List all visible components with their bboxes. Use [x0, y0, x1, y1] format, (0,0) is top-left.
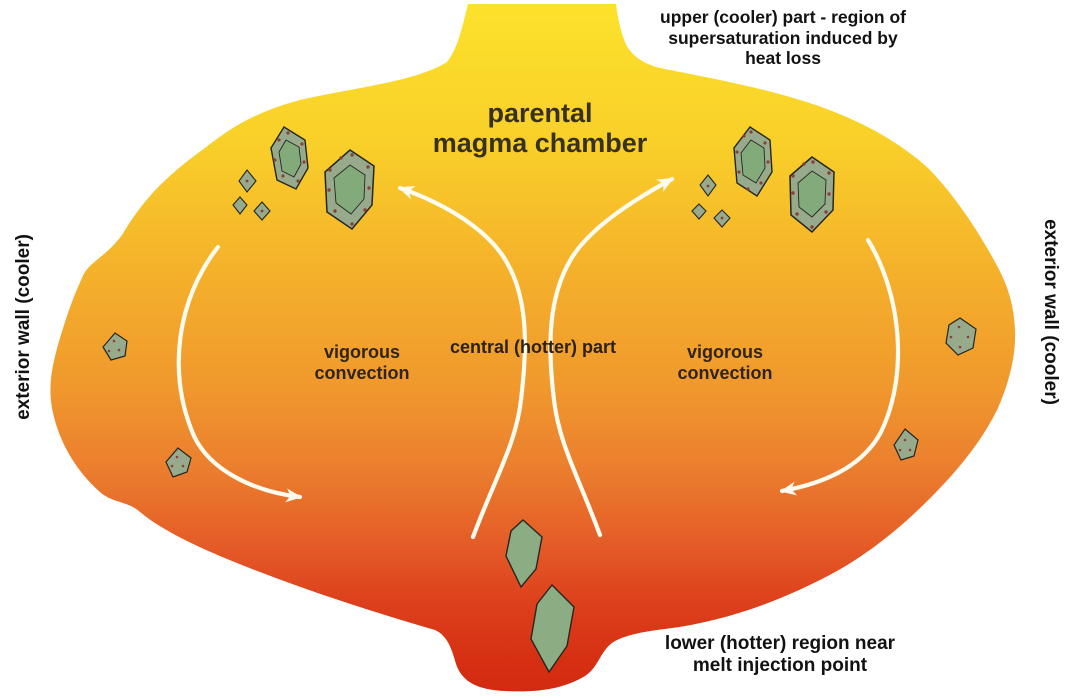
lower-region-line2: melt injection point — [692, 655, 868, 677]
zoned-crystal-icon — [733, 126, 773, 197]
upper-region-line3: heat loss — [745, 48, 821, 69]
title-line1: parental — [487, 98, 593, 128]
title-line2: magma chamber — [432, 127, 648, 158]
left-downwelling-arrow — [176, 244, 303, 503]
diagram-title: parental magma chamber — [400, 98, 680, 158]
exterior-wall-left-label: exterior wall (cooler) — [13, 234, 34, 420]
bottom-crystals — [505, 519, 575, 674]
vigorous-convection-left-label: vigorous convection — [314, 342, 410, 384]
plain-crystal-icon — [505, 519, 543, 589]
lower-region-line1: lower (hotter) region near — [664, 633, 896, 654]
convection-arrows — [176, 176, 901, 540]
small-crystal-icon — [691, 203, 707, 220]
upper-region-line1: upper (cooler) part - region of — [660, 7, 906, 27]
right-downwelling-arrow — [779, 237, 901, 496]
wall-crystals — [102, 317, 977, 478]
central-part-label: central (hotter) part — [449, 337, 617, 357]
lower-region-label: lower (hotter) region near melt injectio… — [630, 633, 930, 678]
upper-region-line2: supersaturation induced by — [668, 27, 898, 48]
small-crystal-icon — [102, 332, 128, 361]
small-crystal-icon — [165, 447, 192, 478]
zoned-crystal-icon — [324, 149, 375, 231]
small-crystal-icon — [232, 196, 248, 215]
zoned-crystal-icon — [270, 126, 309, 190]
central-upwelling-arrow-left — [397, 185, 528, 540]
central-upwelling-arrow-right — [548, 176, 675, 538]
small-crystal-icon — [893, 428, 919, 461]
upper-region-label: upper (cooler) part - region of supersat… — [623, 7, 943, 69]
small-crystal-icon — [945, 317, 977, 356]
crystal-cluster-left — [232, 126, 375, 231]
plain-crystal-icon — [530, 583, 575, 674]
vigorous-convection-right-label: vigorous convection — [677, 342, 773, 384]
exterior-wall-right-label: exterior wall (cooler) — [1040, 219, 1061, 405]
zoned-crystal-icon — [789, 156, 835, 234]
crystal-cluster-right — [691, 126, 835, 234]
